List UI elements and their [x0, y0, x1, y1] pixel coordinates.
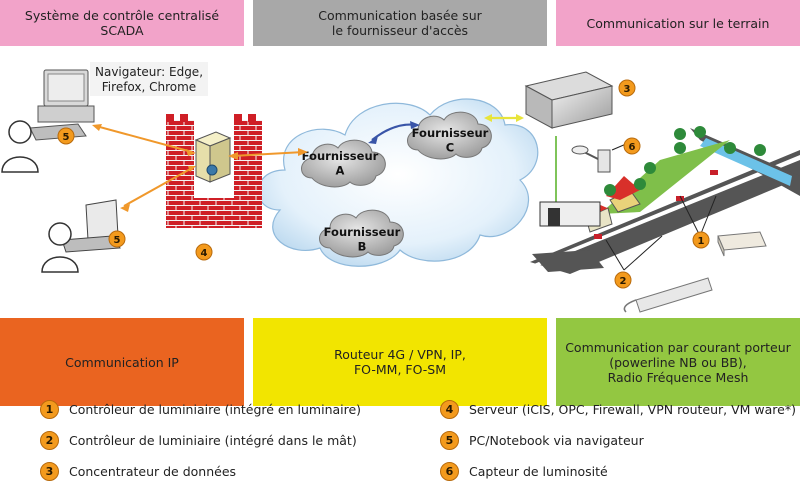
header-field: Communication sur le terrain [556, 0, 800, 46]
svg-text:6: 6 [629, 142, 636, 153]
legend-text-2: Contrôleur de luminiaire (intégré dans l… [69, 433, 357, 448]
badge-6-sensor: 6 [623, 137, 641, 155]
legend-badge-6: 6 [440, 462, 459, 481]
browser-label: Navigateur: Edge,Firefox, Chrome [95, 65, 203, 94]
browser-label-box: Navigateur: Edge,Firefox, Chrome [90, 62, 208, 96]
badge-1-luminaire: 1 [692, 231, 710, 249]
luminaire-controller-icon [717, 231, 767, 257]
svg-text:5: 5 [63, 132, 70, 143]
legend-item-4: 4 Serveur (iCIS, OPC, Firewall, VPN rout… [440, 400, 796, 419]
user-icon [1, 120, 39, 173]
badge-5-desktop: 5 [57, 127, 75, 145]
legend-text-5: PC/Notebook via navigateur [469, 433, 644, 448]
laptop-user-icon [41, 222, 79, 273]
firewall-icon [166, 114, 262, 228]
server-icon [194, 131, 232, 183]
badge-3-concentrator: 3 [618, 79, 636, 97]
badge-2-pole: 2 [614, 271, 632, 289]
legend-item-6: 6 Capteur de luminosité [440, 462, 608, 481]
legend-text-4: Serveur (iCIS, OPC, Firewall, VPN routeu… [469, 402, 796, 417]
badge-4-server: 4 [195, 243, 213, 261]
svg-text:1: 1 [698, 236, 705, 247]
svg-text:4: 4 [201, 248, 208, 259]
arrowhead-a [368, 136, 378, 144]
data-concentrator-icon [524, 71, 614, 129]
legend-badge-5: 5 [440, 431, 459, 450]
arrow-laptop-server [123, 167, 193, 207]
svg-text:3: 3 [624, 84, 631, 95]
legend-text-6: Capteur de luminosité [469, 464, 608, 479]
arrowhead-c [410, 121, 420, 129]
arrow-pc-server [95, 125, 193, 153]
header-provider: Communication basée sur le fournisseur d… [253, 0, 547, 46]
laptop-icon [61, 199, 121, 253]
ip-link-arrows [95, 125, 305, 207]
callout-lines [605, 143, 717, 271]
legend-item-1: 1 Contrôleur de luminiaire (intégré en l… [40, 400, 361, 419]
pole-controller-icon [623, 277, 713, 313]
box-router: Routeur 4G / VPN, IP, FO-MM, FO-SM [253, 318, 547, 406]
legend-badge-2: 2 [40, 431, 59, 450]
legend-item-3: 3 Concentrateur de données [40, 462, 236, 481]
box-communication-ip: Communication IP [0, 318, 244, 406]
legend-badge-4: 4 [440, 400, 459, 419]
street-scene [530, 126, 800, 274]
light-sensor-icon [571, 145, 611, 173]
svg-text:5: 5 [114, 235, 121, 246]
svg-text:2: 2 [620, 276, 627, 287]
badge-5-laptop: 5 [108, 230, 126, 248]
box-powerline: Communication par courant porteur (power… [556, 318, 800, 406]
header-scada: Système de contrôle centralisé SCADA [0, 0, 244, 46]
legend-badge-1: 1 [40, 400, 59, 419]
legend-item-2: 2 Contrôleur de luminiaire (intégré dans… [40, 431, 357, 450]
arrow-server-provider-a [231, 151, 305, 157]
legend-badge-3: 3 [40, 462, 59, 481]
legend-item-5: 5 PC/Notebook via navigateur [440, 431, 644, 450]
legend-text-1: Contrôleur de luminiaire (intégré en lum… [69, 402, 362, 417]
legend-text-3: Concentrateur de données [69, 464, 237, 479]
